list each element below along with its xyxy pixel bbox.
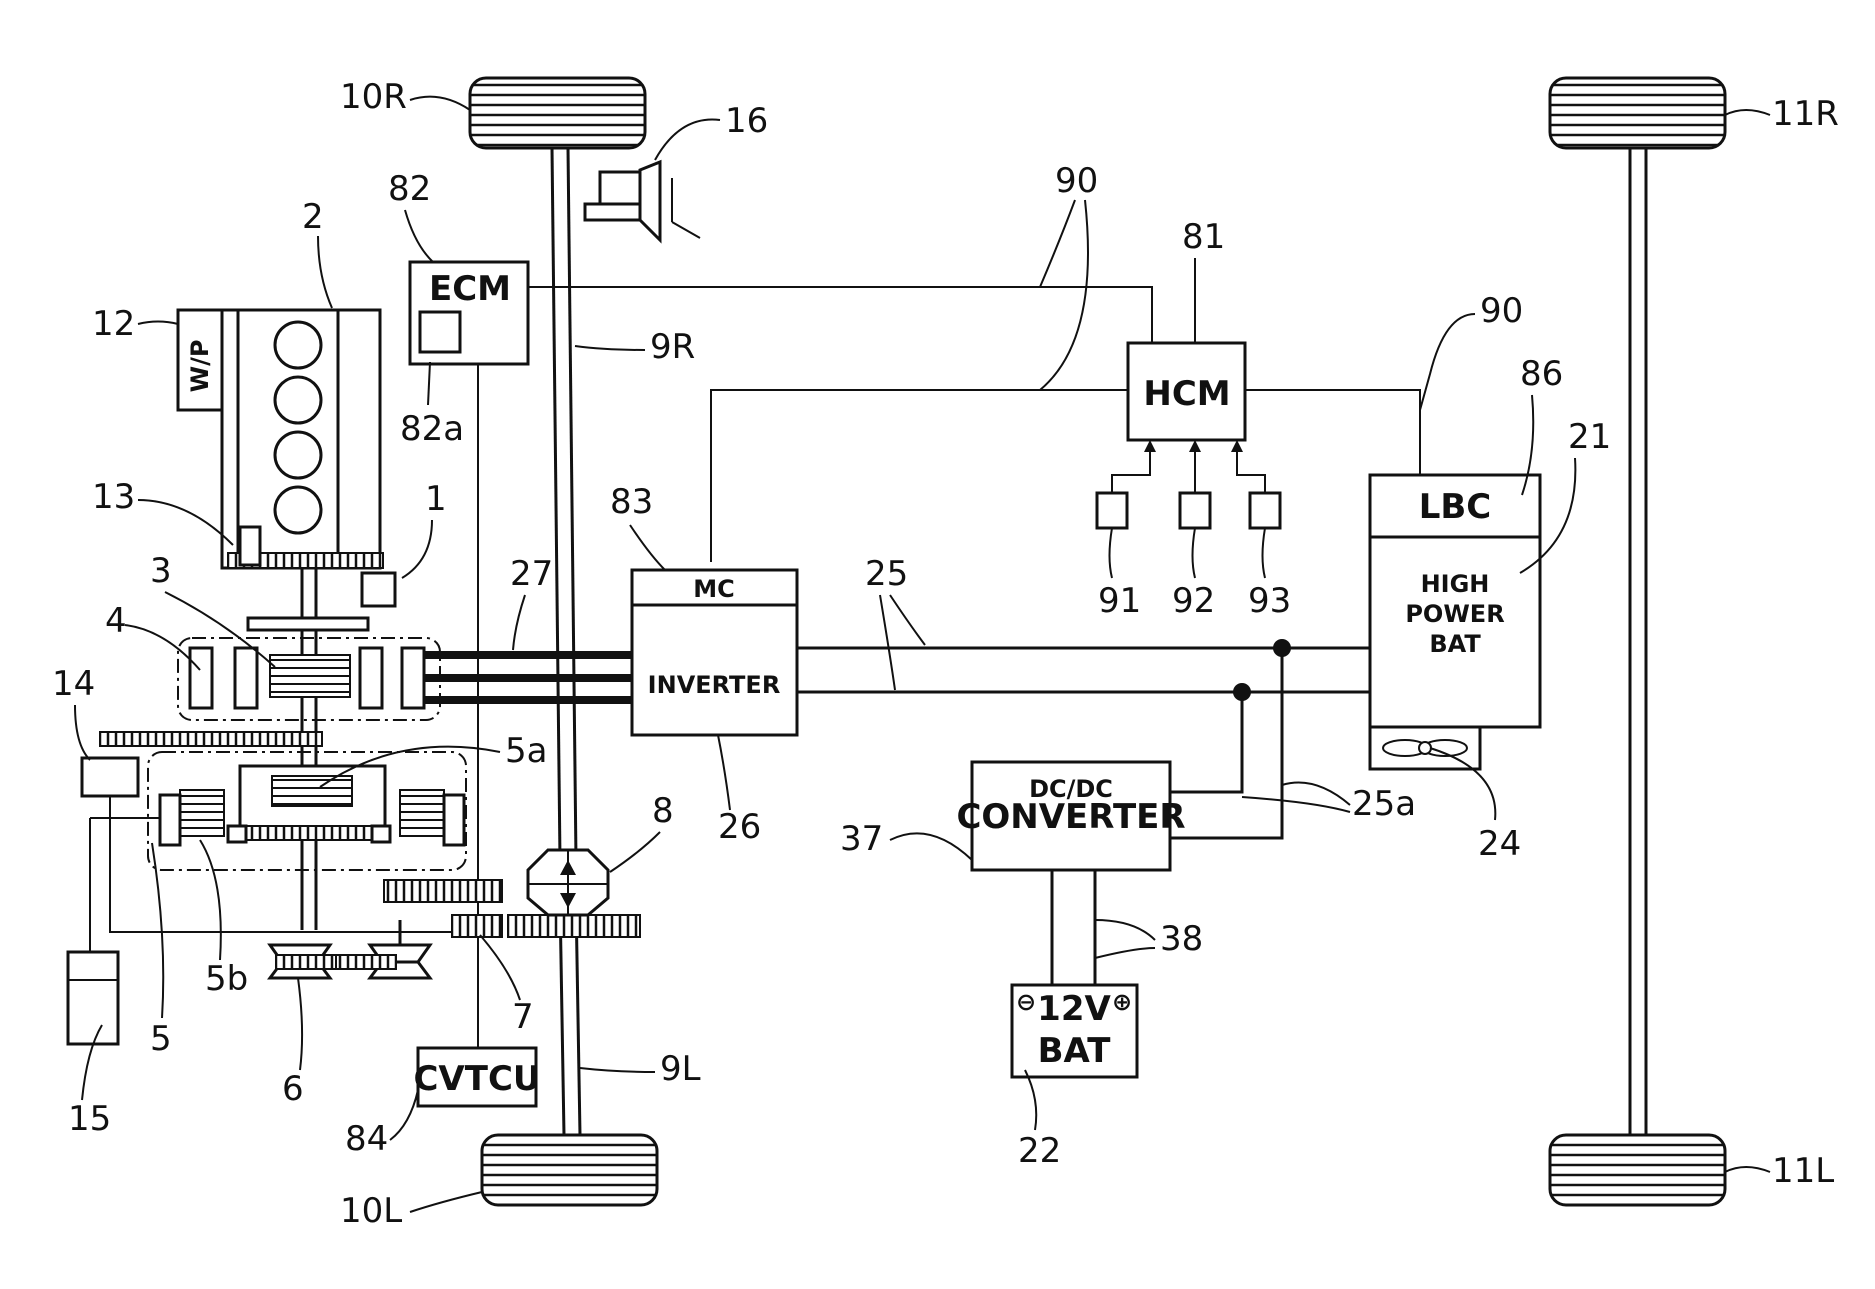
lbc-label: LBC: [1419, 487, 1492, 527]
sensor-13: [240, 527, 260, 565]
communication-line-middle: [711, 390, 1128, 562]
ecm-label: ECM: [429, 269, 511, 309]
transmission-gear: [100, 732, 322, 746]
svg-text:2: 2: [302, 197, 324, 237]
svg-text:15: 15: [68, 1099, 111, 1139]
brake-pedal: [585, 162, 700, 240]
svg-text:82a: 82a: [400, 409, 464, 449]
clutch-3: [270, 655, 350, 697]
sensor-93: [1231, 440, 1280, 528]
motor-stator-left: [190, 648, 212, 708]
svg-text:9L: 9L: [660, 1049, 701, 1089]
ecm-memory: [420, 312, 460, 352]
svg-text:10L: 10L: [340, 1191, 402, 1231]
minus-terminal-icon: ⊖: [1016, 988, 1036, 1016]
planetary-gear: [245, 826, 380, 840]
12v-label: 12V: [1037, 989, 1111, 1029]
svg-text:92: 92: [1172, 581, 1215, 621]
svg-text:13: 13: [92, 477, 135, 517]
svg-text:3: 3: [150, 551, 172, 591]
12v-bat-label: BAT: [1038, 1031, 1112, 1071]
motor-rotor-left: [235, 648, 257, 708]
svg-text:5: 5: [150, 1019, 172, 1059]
clutch-5b: [180, 790, 224, 836]
svg-text:24: 24: [1478, 824, 1521, 864]
final-drive-gear: [508, 915, 640, 937]
rear-right-wheel: [1550, 78, 1725, 148]
svg-text:1: 1: [425, 479, 447, 519]
cvtcu-label: CVTCU: [413, 1059, 540, 1099]
svg-text:84: 84: [345, 1119, 388, 1159]
front-right-wheel: [470, 78, 645, 148]
svg-text:12: 12: [92, 304, 135, 344]
svg-text:91: 91: [1098, 581, 1141, 621]
svg-text:11L: 11L: [1772, 1151, 1834, 1191]
svg-text:37: 37: [840, 819, 883, 859]
svg-text:21: 21: [1568, 417, 1611, 457]
communication-line-right: [1245, 390, 1420, 475]
cvt-pulleys: [270, 920, 430, 978]
oil-reservoir: [68, 952, 118, 1044]
svg-text:25a: 25a: [1352, 784, 1416, 824]
water-pump-label: W/P: [186, 340, 214, 393]
svg-text:86: 86: [1520, 354, 1563, 394]
svg-text:8: 8: [652, 791, 674, 831]
motor-stator-right: [402, 648, 424, 708]
clutch-plate: [248, 618, 368, 630]
svg-text:9R: 9R: [650, 327, 695, 367]
reduction-gear-lower: [452, 915, 502, 937]
svg-text:25: 25: [865, 554, 908, 594]
motor-rotor-right: [360, 648, 382, 708]
svg-text:27: 27: [510, 554, 553, 594]
svg-text:93: 93: [1248, 581, 1291, 621]
svg-text:22: 22: [1018, 1131, 1061, 1171]
svg-text:10R: 10R: [340, 77, 407, 117]
svg-text:81: 81: [1182, 217, 1225, 257]
sensor-92: [1180, 440, 1210, 528]
dcdc-branch-line-a: [1170, 692, 1242, 792]
sensor-91: [1097, 440, 1156, 528]
battery-label-line3: BAT: [1429, 630, 1481, 658]
communication-line-upper: [528, 287, 1152, 343]
rear-left-wheel: [1550, 1135, 1725, 1205]
hcm-label: HCM: [1143, 374, 1230, 414]
svg-text:5a: 5a: [505, 731, 547, 771]
svg-text:11R: 11R: [1772, 94, 1839, 134]
oil-pump: [82, 758, 138, 796]
battery-label-line2: POWER: [1405, 600, 1504, 628]
svg-text:26: 26: [718, 807, 761, 847]
front-right-drive-shaft: [552, 148, 560, 860]
dcdc-branch-line-b: [1170, 648, 1282, 838]
mc-label: MC: [693, 575, 735, 603]
dcdc-label-line2: CONVERTER: [956, 797, 1185, 837]
svg-text:7: 7: [512, 997, 534, 1037]
svg-text:6: 6: [282, 1069, 304, 1109]
svg-text:90: 90: [1480, 291, 1523, 331]
inverter-label: INVERTER: [648, 671, 781, 699]
svg-text:90: 90: [1055, 161, 1098, 201]
svg-text:4: 4: [105, 601, 127, 641]
svg-text:14: 14: [52, 664, 95, 704]
reduction-gear-upper: [384, 880, 502, 902]
clutch-right: [400, 790, 444, 836]
front-left-wheel: [482, 1135, 657, 1205]
clutch-5a: [272, 776, 352, 806]
svg-text:16: 16: [725, 101, 768, 141]
differential: [528, 850, 608, 915]
plus-terminal-icon: ⊕: [1112, 988, 1132, 1016]
svg-text:83: 83: [610, 482, 653, 522]
sensor-1: [362, 573, 395, 606]
svg-text:38: 38: [1160, 919, 1203, 959]
battery-label-line1: HIGH: [1421, 570, 1490, 598]
svg-text:5b: 5b: [205, 959, 248, 999]
svg-text:82: 82: [388, 169, 431, 209]
